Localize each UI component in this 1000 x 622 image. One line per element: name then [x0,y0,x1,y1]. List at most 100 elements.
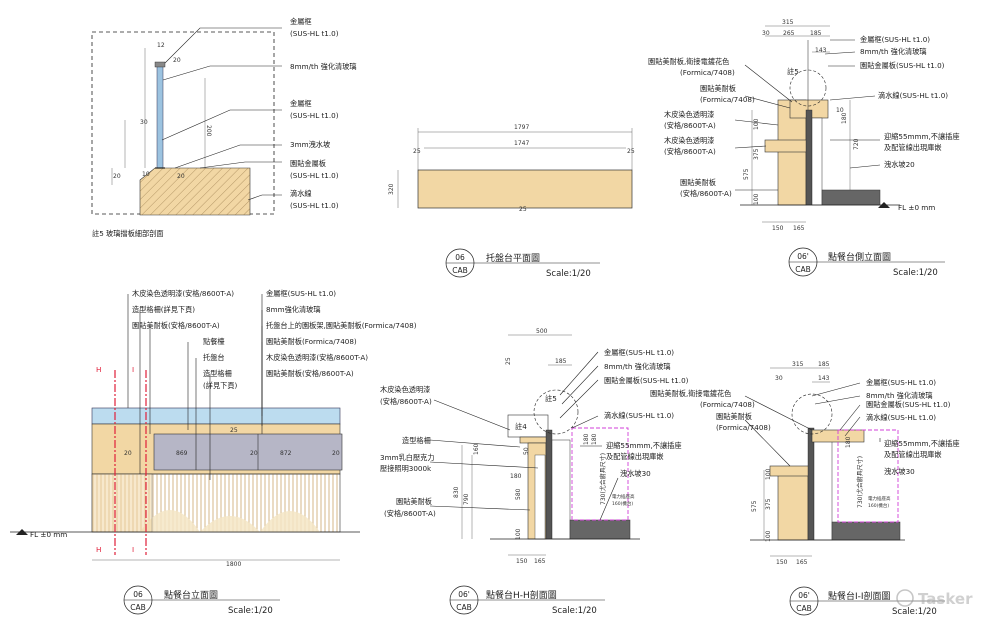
label-side-3: (Formica/7408) [700,95,755,104]
label-hh-14: 註4 [515,422,527,431]
label-front-left-1: 造型格柵(詳見下頁) [132,305,195,314]
label-front-left-5: 造型格柵 [203,369,232,378]
scale-side: Scale:1/20 [893,268,938,278]
label-front-left-2: 園貼美耐板(安格/8600T-A) [132,321,220,330]
label-front-right-3: 園貼美耐板(Formica/7408) [266,337,357,346]
dim-front-0: 869 [176,450,188,457]
dim-side-9: 150 [772,225,784,232]
label-ii-8: 迎縮55mmm,不讓插座 [884,439,960,448]
equip-ii-2: 160(機台) [868,502,889,509]
dim-d5-4: 20 [113,173,121,180]
dim-front-1: 20 [250,450,258,457]
glass-band [91,407,341,425]
dim-side-10: 165 [793,225,805,232]
label-front-left-4: 托盤台 [203,353,225,362]
label-side-18: 註5 [787,67,799,76]
dim-side-2: 265 [783,30,795,37]
title-block-front: 06 CAB 點餐台立面圖 Scale:1/20 [123,585,280,616]
label-hh-7: 金屬框(SUS-HL t1.0) [604,348,674,357]
dim-side-13: 180 [841,112,848,124]
detail-caption: 註5 玻璃擋板細部剖面 [92,229,164,238]
label-d5-7: (SUS-HL t1.0) [290,171,339,180]
ii-equipment-zone [837,429,899,523]
label-side-16: 洩水坡20 [884,160,915,169]
detail-glass-guard: 12 20 30 10 20 20 200 金屬框 (SUS-HL t1.0) … [91,17,357,238]
tray-top [417,169,633,209]
dim-plan-1: 1747 [514,140,529,147]
dim-d5-1: 20 [173,57,181,64]
label-ii-0: 金屬框(SUS-HL t1.0) [866,378,936,387]
watermark: Tasker [896,589,973,608]
label-hh-3: 3mm乳白壓克力 [380,453,435,462]
side-ledge [764,139,808,153]
label-ii-4: 園貼美耐板 [716,412,752,421]
dim-hh-1: 185 [555,358,567,365]
bubble-num-side: 06' [797,252,809,261]
equip-hh-2: 160(機台) [612,500,633,507]
dim-hh-10: 165 [534,558,546,565]
dim-ii-0: 315 [792,361,804,368]
dim-hh-9: 150 [516,558,528,565]
label-side-10: 金屬框(SUS-HL t1.0) [860,35,930,44]
dim-plan-2: 25 [413,148,421,155]
dim-front-3: 20 [124,450,132,457]
label-front-right-2: 托盤台上的園板架,園貼美耐板(Formica/7408) [266,321,417,330]
label-ii-10: 洩水坡30 [884,467,915,476]
dim-ii-9: 165 [796,559,808,566]
label-hh-2: 造型格柵 [402,436,431,445]
dim-front-2: 872 [280,450,292,457]
bubble-code-plan: CAB [452,266,468,275]
dim-hh-13: 180 [583,433,590,445]
label-side-9: (安格/8600T-A) [680,189,732,198]
title-block-hh: 06' CAB 點餐台H-H剖面圖 Scale:1/20 [449,585,605,616]
label-hh-1: (安格/8600T-A) [380,397,432,406]
dim-hh-8: 100 [515,528,522,540]
label-hh-6: (安格/8600T-A) [384,509,436,518]
label-side-8: 園貼美耐板 [680,178,716,187]
dim-ii-10: 180 [845,436,852,448]
dim-side-3: 185 [810,30,822,37]
equip-hh-0: 730(尤合廚具尺寸) [599,453,607,505]
label-side-15: 及配管線出現庫嵌 [884,143,942,152]
dim-front-6: 25 [230,427,238,434]
bubble-num-front: 06 [133,590,143,599]
label-side-5: (安格/8600T-A) [664,121,716,130]
title-block-ii: 06' CAB 點餐台I-I剖面圖 Scale:1/20 [789,586,945,617]
label-ii-3: (Formica/7408) [700,400,755,409]
fl-label-front: FL ±0 mm [30,530,67,539]
dim-hh-4: 180 [510,473,522,480]
dim-front-5: 1800 [226,561,241,568]
label-ii-5: (Formica/7408) [716,423,771,432]
dim-side-8: 100 [753,193,760,205]
label-front-left-3: 點餐檯 [203,337,225,346]
label-side-13: 滴水線(SUS-HL t1.0) [878,91,948,100]
label-d5-0: 金屬框 [290,17,312,26]
label-ii-6: 園貼金屬板(SUS-HL t1.0) [866,400,951,409]
label-side-6: 木皮染色透明漆 [664,136,714,145]
dim-front-4: 20 [332,450,340,457]
dim-plan-0: 1797 [514,124,529,131]
dim-side-11: 720 [853,138,860,150]
label-side-0: 園貼美耐板,衛接電鍍花色 [648,57,729,66]
dim-hh-5: 830 [453,486,460,498]
dim-d5-0: 12 [157,42,165,49]
dim-side-6: 375 [753,148,760,160]
label-front-right-0: 金屬框(SUS-HL t1.0) [266,289,336,298]
title-hh: 點餐台H-H剖面圖 [486,589,557,601]
label-ii-2: 園貼美耐板,衛接電鍍花色 [650,389,731,398]
label-front-left-6: (詳見下頁) [203,381,238,390]
label-d5-3: 金屬框 [290,99,312,108]
label-front-left-0: 木皮染色透明漆(安格/8600T-A) [132,289,234,298]
dim-side-7: 100 [753,118,760,130]
title-block-side: 06' CAB 點餐台側立面圖 Scale:1/20 [788,247,945,278]
label-d5-2: 8mm/th 強化清玻璃 [290,62,357,71]
dim-side-5: 575 [743,168,750,180]
label-d5-1: (SUS-HL t1.0) [290,29,339,38]
label-hh-9: 園貼金屬板(SUS-HL t1.0) [604,376,689,385]
display-panel [153,433,343,471]
scale-hh: Scale:1/20 [552,606,597,616]
bubble-code-side: CAB [795,265,811,274]
dim-side-0: 315 [782,19,794,26]
title-plan: 托盤台平面圖 [486,252,540,264]
